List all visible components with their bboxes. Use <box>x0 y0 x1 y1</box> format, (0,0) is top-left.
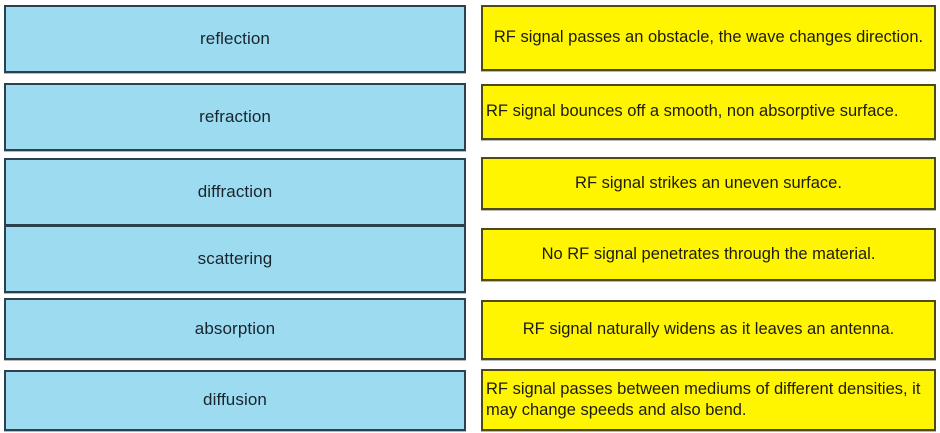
definition-text: No RF signal penetrates through the mate… <box>541 244 876 263</box>
term-box-reflection[interactable]: reflection <box>4 5 466 73</box>
term-label: diffusion <box>203 390 267 410</box>
term-label: reflection <box>200 28 270 48</box>
term-label: refraction <box>199 106 271 126</box>
definition-box-3[interactable]: RF signal strikes an uneven surface. <box>481 157 936 210</box>
definition-text: RF signal bounces off a smooth, non abso… <box>486 102 899 121</box>
definitions-column: RF signal passes an obstacle, the wave c… <box>481 0 936 433</box>
term-box-absorption[interactable]: absorption <box>4 298 466 360</box>
term-label: absorption <box>194 318 276 338</box>
term-box-diffusion[interactable]: diffusion <box>4 370 466 431</box>
definition-text: RF signal passes between mediums of diff… <box>486 379 921 419</box>
definition-box-1[interactable]: RF signal passes an obstacle, the wave c… <box>481 5 936 71</box>
term-label: scattering <box>197 248 273 268</box>
definition-box-4[interactable]: No RF signal penetrates through the mate… <box>481 228 936 281</box>
definition-text: RF signal strikes an uneven surface. <box>575 173 842 192</box>
definition-box-2[interactable]: RF signal bounces off a smooth, non abso… <box>481 84 936 140</box>
definition-box-6[interactable]: RF signal passes between mediums of diff… <box>481 369 936 431</box>
term-label: diffraction <box>197 181 273 201</box>
definition-text: RF signal passes an obstacle, the wave c… <box>493 28 924 47</box>
definition-text: RF signal naturally widens as it leaves … <box>522 320 895 339</box>
term-box-refraction[interactable]: refraction <box>4 83 466 151</box>
term-box-scattering[interactable]: scattering <box>4 225 466 293</box>
definition-box-5[interactable]: RF signal naturally widens as it leaves … <box>481 300 936 360</box>
term-box-diffraction[interactable]: diffraction <box>4 158 466 226</box>
terms-column: reflection refraction diffraction scatte… <box>4 0 466 433</box>
